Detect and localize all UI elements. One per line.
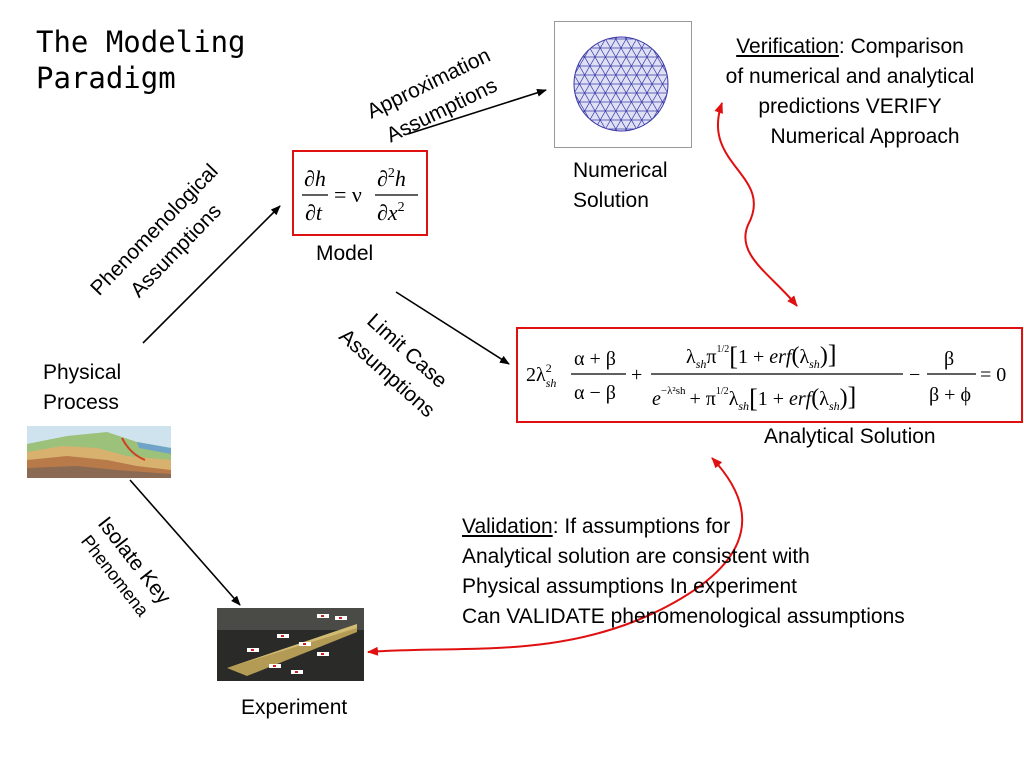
title-line-2: Paradigm bbox=[36, 61, 176, 95]
eq-frac2-num: λshπ1/2[1 + erf(λsh)] bbox=[686, 340, 836, 371]
geology-cross-section bbox=[27, 426, 171, 478]
mesh-line bbox=[582, 37, 644, 131]
page-title: The Modeling Paradigm bbox=[36, 24, 276, 96]
arrow-physical-to-model bbox=[142, 205, 281, 344]
numerical-solution-label: Numerical Solution bbox=[573, 159, 668, 212]
mesh-line bbox=[582, 37, 644, 131]
verification-arrow bbox=[714, 102, 798, 307]
mesh-line bbox=[606, 40, 667, 131]
numerical-mesh-image bbox=[554, 21, 692, 148]
mesh-disk bbox=[573, 36, 669, 132]
arrow-model-to-analytical bbox=[395, 291, 510, 365]
mesh-line bbox=[590, 37, 652, 131]
eq-minus: − bbox=[909, 364, 920, 386]
eq-lhs-num: ∂h bbox=[304, 166, 326, 191]
eq-frac2-den: e−λ²sh+ π1/2λsh[1 + erf(λsh)] bbox=[652, 382, 856, 413]
mesh-line bbox=[598, 37, 660, 131]
eq-lhs-den: ∂t bbox=[305, 200, 323, 225]
analytical-solution-label: Analytical Solution bbox=[764, 425, 936, 448]
eq-frac1-num: α + β bbox=[574, 348, 616, 370]
eq-plus: + bbox=[631, 364, 642, 386]
validation-arrow bbox=[367, 457, 744, 656]
arrow-model-to-numerical bbox=[407, 88, 547, 135]
diffusion-equation: ∂h ∂t = ν ∂2h ∂x2 bbox=[302, 166, 418, 225]
validation-term: Validation bbox=[462, 515, 553, 538]
mesh-line bbox=[629, 54, 668, 131]
eq-frac1-den: α − β bbox=[574, 382, 616, 404]
verification-term: Verification bbox=[736, 35, 839, 58]
arrow-physical-to-experiment bbox=[129, 479, 241, 606]
physical-process-label: Physical Process bbox=[43, 361, 122, 414]
eq-equals: = ν bbox=[334, 182, 362, 207]
geology-image bbox=[27, 426, 171, 478]
mesh-line bbox=[598, 37, 660, 131]
verification-text: Verification: Comparison of numerical an… bbox=[725, 35, 975, 148]
model-equation-box: ∂h ∂t = ν ∂2h ∂x2 bbox=[292, 150, 428, 236]
model-label: Model bbox=[316, 242, 374, 265]
mesh-line bbox=[621, 49, 668, 131]
experiment-photo bbox=[217, 608, 364, 681]
experiment-image bbox=[217, 608, 364, 681]
title-line-1: The Modeling bbox=[36, 25, 246, 59]
experiment-label: Experiment bbox=[241, 696, 348, 719]
mesh-line bbox=[574, 37, 621, 119]
mesh-line bbox=[575, 37, 636, 128]
eq-frac3-den: β + ϕ bbox=[929, 384, 971, 406]
mesh-line bbox=[574, 37, 613, 114]
validation-text: Validation: If assumptions for Analytica… bbox=[462, 515, 905, 628]
mesh-line bbox=[629, 37, 668, 114]
eq-rhs-den: ∂x2 bbox=[377, 200, 405, 225]
eq-frac3-num: β bbox=[944, 348, 954, 370]
eq-rhs: = 0 bbox=[980, 364, 1006, 386]
eq-rhs-num: ∂2h bbox=[377, 166, 406, 191]
mesh-line bbox=[574, 54, 613, 131]
